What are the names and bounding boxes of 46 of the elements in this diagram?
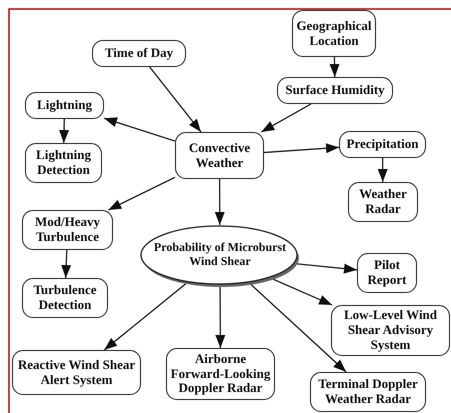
ellipse-node	[140, 224, 300, 288]
node-label: Pilot Report	[366, 258, 408, 288]
arrow	[272, 278, 332, 306]
node-label: Precipitation	[346, 137, 418, 152]
arrow	[108, 176, 176, 211]
node-label: Time of Day	[104, 46, 174, 61]
node-label: Probability of Microburst Wind Shear	[152, 240, 288, 268]
rounded-box	[22, 278, 108, 318]
node-label: Terminal Doppler Weather Radar	[317, 377, 419, 407]
rounded-box	[292, 10, 376, 57]
arrow	[104, 283, 186, 350]
node-label: Airborne Forward-Looking Doppler Radar	[170, 352, 271, 396]
arrow	[61, 250, 72, 278]
rounded-box	[339, 131, 426, 158]
rounded-box	[348, 182, 418, 222]
arrow	[215, 287, 226, 348]
rounded-box	[310, 372, 426, 412]
rounded-box	[25, 143, 102, 183]
node-label: Geographical Location	[296, 18, 372, 48]
node-label: Turbulence Detection	[32, 283, 98, 313]
rounded-box	[331, 305, 450, 356]
rounded-box	[357, 253, 417, 293]
node-label: Lightning	[37, 98, 92, 113]
rounded-box	[22, 210, 113, 250]
arrow	[214, 179, 225, 225]
rounded-box	[25, 92, 104, 119]
node-label: Mod/Heavy Turbulence	[34, 215, 101, 245]
node-label: Convective Weather	[188, 140, 252, 170]
arrow	[330, 56, 340, 78]
node-label: Lightning Detection	[35, 148, 92, 178]
arrow	[104, 117, 176, 142]
node-label: Surface Humidity	[285, 83, 385, 98]
rounded-box	[92, 40, 186, 67]
node-label: Reactive Wind Shear Alert System	[16, 358, 136, 388]
arrow	[59, 118, 70, 144]
node-label: Weather Radar	[358, 187, 408, 217]
arrow	[264, 143, 340, 154]
arrow	[261, 103, 312, 133]
rounded-box	[277, 77, 393, 104]
rounded-box	[12, 350, 141, 395]
arrow	[149, 66, 202, 132]
rounded-box	[175, 132, 264, 179]
node-label: Low-Level Wind Shear Advisory System	[342, 308, 438, 353]
arrow	[250, 284, 347, 372]
arrow	[378, 158, 388, 182]
arrow	[296, 263, 358, 274]
